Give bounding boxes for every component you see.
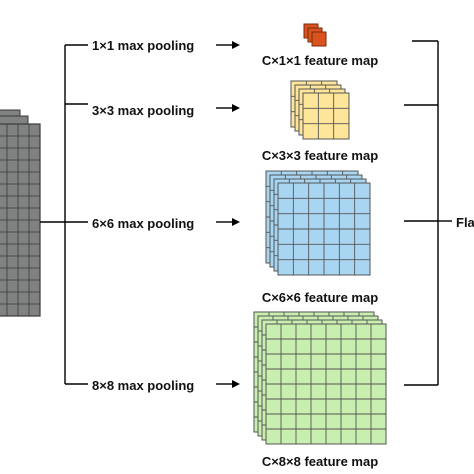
feature-map-layer-rect	[302, 92, 350, 140]
pool-label-8x8: 8×8 max pooling	[92, 378, 194, 393]
feature-map-8x8	[253, 311, 387, 445]
branch-connectors	[40, 40, 452, 388]
input-feature-block	[0, 109, 41, 317]
feature-map-6x6	[265, 170, 371, 276]
feature-map-layer	[302, 92, 350, 140]
feature-map-layer-rect	[311, 31, 327, 47]
caption-6x6: C×6×6 feature map	[262, 290, 378, 305]
branch-2-arrowhead	[232, 104, 240, 112]
caption-3x3: C×3×3 feature map	[262, 148, 378, 163]
pool-label-6x6: 6×6 max pooling	[92, 216, 194, 231]
caption-8x8: C×8×8 feature map	[262, 454, 378, 469]
feature-map-1x1	[303, 23, 327, 47]
feature-map-3x3	[290, 80, 350, 140]
branch-3-arrowhead	[232, 218, 240, 226]
feature-map-layer	[277, 182, 371, 276]
feature-map-layer	[265, 323, 387, 445]
feature-map-layer	[311, 31, 327, 47]
branch-1-arrowhead	[232, 41, 240, 49]
caption-1x1: C×1×1 feature map	[262, 53, 378, 68]
pool-label-1x1: 1×1 max pooling	[92, 38, 194, 53]
output-label-partial: Fla	[456, 215, 474, 230]
branch-4-arrowhead	[232, 380, 240, 388]
pool-label-3x3: 3×3 max pooling	[92, 103, 194, 118]
